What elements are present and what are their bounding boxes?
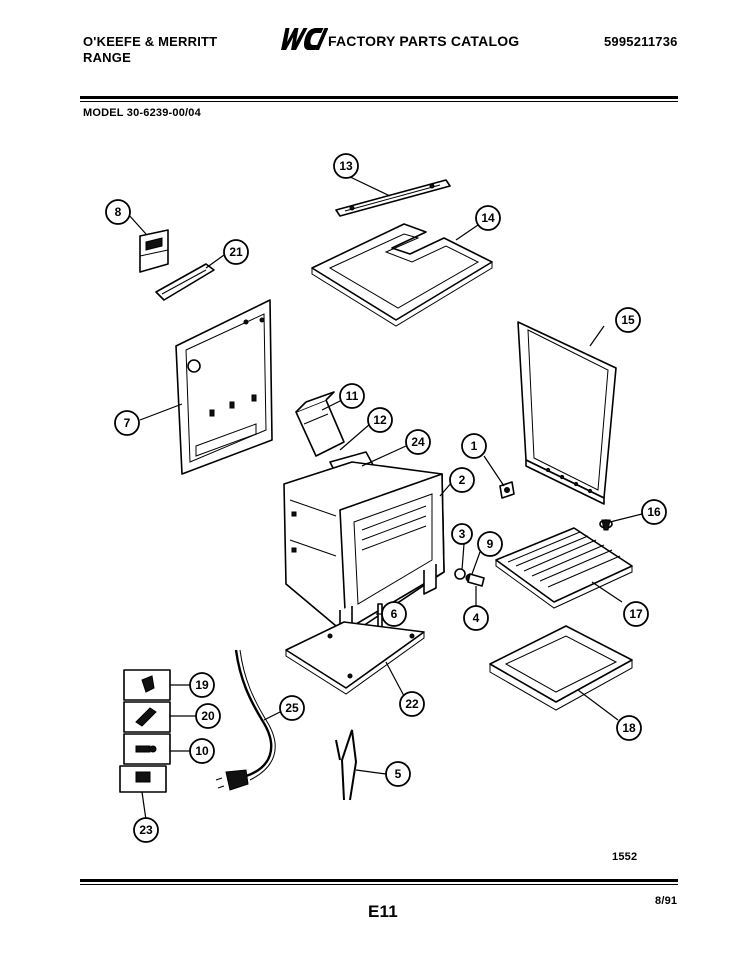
brand-name: O'KEEFE & MERRITT bbox=[83, 34, 218, 49]
catalog-part-number: 5995211736 bbox=[604, 34, 678, 49]
svg-text:11: 11 bbox=[346, 389, 359, 403]
catalog-title: FACTORY PARTS CATALOG bbox=[328, 33, 520, 49]
callout-25: 25 bbox=[279, 695, 305, 721]
hardware-packets bbox=[119, 669, 171, 793]
svg-text:3: 3 bbox=[459, 527, 466, 541]
part-21-handle-insert bbox=[155, 263, 215, 301]
header-rule-thick bbox=[80, 96, 678, 99]
svg-text:19: 19 bbox=[195, 678, 209, 692]
callout-17: 17 bbox=[623, 601, 649, 627]
part-8-handle-bracket bbox=[139, 229, 169, 273]
diagram-code: 1552 bbox=[612, 851, 638, 863]
callout-11: 11 bbox=[339, 383, 365, 409]
svg-text:24: 24 bbox=[411, 435, 425, 449]
callout-10: 10 bbox=[189, 738, 215, 764]
svg-text:7: 7 bbox=[124, 416, 131, 430]
callout-5: 5 bbox=[385, 761, 411, 787]
callout-1: 1 bbox=[461, 433, 487, 459]
callout-13: 13 bbox=[333, 153, 359, 179]
header-rule-thin bbox=[80, 101, 678, 102]
svg-text:23: 23 bbox=[139, 823, 153, 837]
footer-rule-thick bbox=[80, 879, 678, 882]
svg-text:8: 8 bbox=[115, 205, 122, 219]
callout-14: 14 bbox=[475, 205, 501, 231]
callout-9: 9 bbox=[477, 531, 503, 557]
part-18-broiler-pan bbox=[489, 625, 633, 711]
svg-text:2: 2 bbox=[459, 473, 466, 487]
page-label: E11 bbox=[368, 902, 398, 921]
svg-text:17: 17 bbox=[629, 607, 643, 621]
callout-20: 20 bbox=[195, 703, 221, 729]
callout-22: 22 bbox=[399, 691, 425, 717]
callout-4: 4 bbox=[463, 605, 489, 631]
svg-text:4: 4 bbox=[473, 611, 480, 625]
svg-text:6: 6 bbox=[391, 607, 398, 621]
svg-text:16: 16 bbox=[647, 505, 661, 519]
leader-lines bbox=[127, 174, 643, 821]
part-14-top-panel bbox=[311, 223, 493, 327]
svg-text:9: 9 bbox=[487, 537, 494, 551]
svg-text:14: 14 bbox=[481, 211, 495, 225]
callout-7: 7 bbox=[114, 410, 140, 436]
part-25-power-cord bbox=[215, 649, 276, 791]
svg-text:20: 20 bbox=[201, 709, 215, 723]
svg-text:13: 13 bbox=[339, 159, 353, 173]
callout-21: 21 bbox=[223, 239, 249, 265]
part-1-knob bbox=[499, 481, 515, 499]
part-2-oven-body bbox=[283, 461, 445, 641]
svg-text:15: 15 bbox=[621, 313, 635, 327]
svg-text:18: 18 bbox=[622, 721, 636, 735]
callout-8: 8 bbox=[105, 199, 131, 225]
svg-text:25: 25 bbox=[285, 701, 299, 715]
svg-text:1: 1 bbox=[471, 439, 478, 453]
callout-24: 24 bbox=[405, 429, 431, 455]
svg-text:21: 21 bbox=[229, 245, 243, 259]
product-type: RANGE bbox=[83, 50, 131, 65]
part-11-burner-box bbox=[295, 391, 345, 457]
part-5-wire-clip bbox=[335, 729, 358, 801]
part-16-rack-guide bbox=[599, 519, 613, 531]
callout-16: 16 bbox=[641, 499, 667, 525]
callout-19: 19 bbox=[189, 672, 215, 698]
part-13-trim-strip bbox=[335, 179, 451, 217]
part-3-9-4-fittings bbox=[454, 568, 485, 587]
callout-2: 2 bbox=[449, 467, 475, 493]
part-17-oven-rack bbox=[495, 527, 633, 609]
part-15-door-frame bbox=[517, 321, 617, 505]
svg-text:10: 10 bbox=[195, 744, 209, 758]
svg-text:12: 12 bbox=[373, 413, 387, 427]
wci-logo bbox=[281, 28, 328, 50]
callout-3: 3 bbox=[451, 523, 473, 545]
part-7-side-panel bbox=[175, 299, 273, 475]
footer-rule-thin bbox=[80, 884, 678, 885]
svg-text:5: 5 bbox=[395, 767, 402, 781]
callout-6: 6 bbox=[381, 601, 407, 627]
part-22-bottom-panel bbox=[285, 621, 425, 695]
callout-23: 23 bbox=[133, 817, 159, 843]
callout-12: 12 bbox=[367, 407, 393, 433]
svg-text:22: 22 bbox=[405, 697, 419, 711]
model-number: MODEL 30-6239-00/04 bbox=[83, 107, 201, 119]
callout-15: 15 bbox=[615, 307, 641, 333]
callout-18: 18 bbox=[616, 715, 642, 741]
catalog-date: 8/91 bbox=[655, 895, 678, 907]
